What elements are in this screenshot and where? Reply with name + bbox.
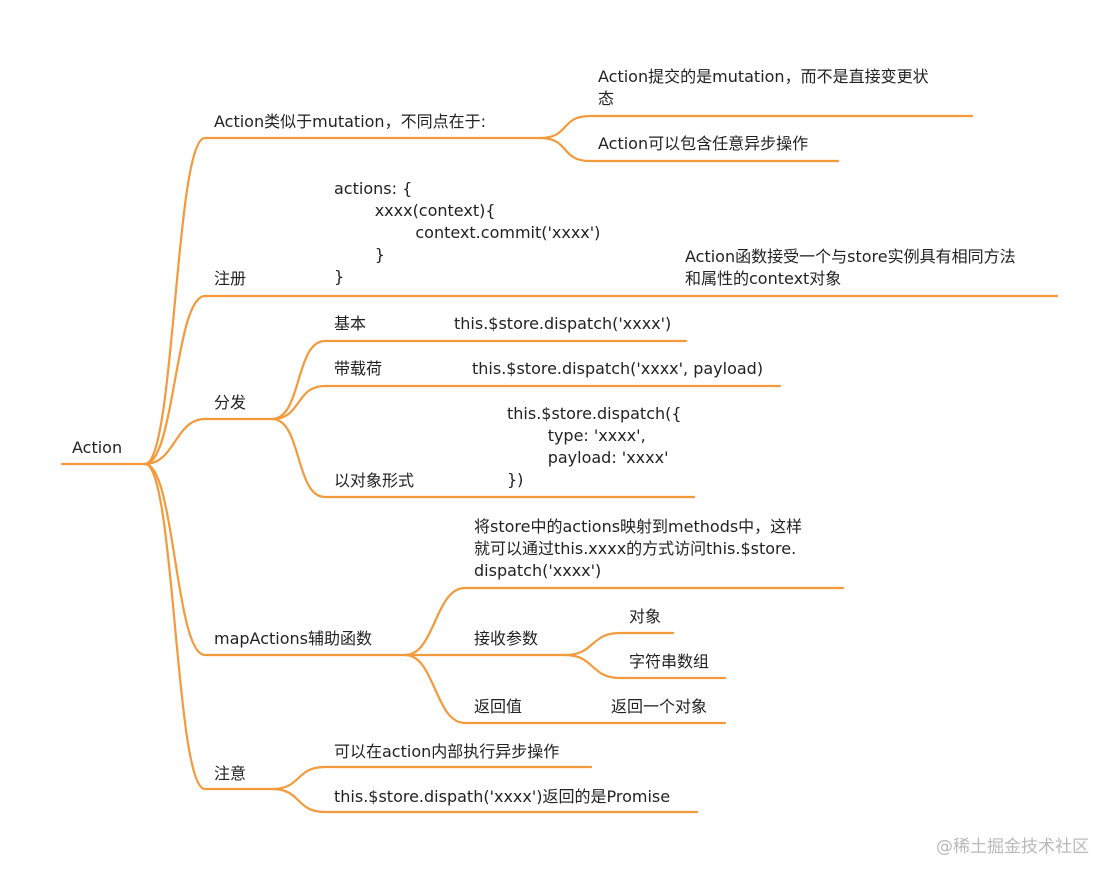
dispatch-basic-code: this.$store.dispatch('xxxx'): [454, 314, 672, 333]
node-dispatch: 分发: [214, 393, 247, 412]
node-register: 注册: [214, 269, 247, 288]
link-mapactions: [143, 462, 407, 657]
node-diff: Action类似于mutation，不同点在于:: [214, 112, 486, 131]
link-dispatch: [143, 417, 274, 466]
node-dispatch-object: 以对象形式: [334, 471, 415, 490]
note-promise: this.$store.dispath('xxxx')返回的是Promise: [334, 787, 671, 806]
link-dispatch-basic: [270, 339, 688, 421]
dispatch-object-code: this.$store.dispatch({ type: 'xxxx', pay…: [507, 404, 682, 489]
mapactions-description: 将store中的actions映射到methods中，这样 就可以通过this.…: [474, 517, 803, 580]
root-node-action: Action: [72, 438, 123, 457]
node-dispatch-payload: 带载荷: [334, 359, 383, 378]
link-diff-async: [538, 136, 840, 163]
node-diff-async: Action可以包含任意异步操作: [598, 134, 809, 153]
returns-value: 返回一个对象: [611, 697, 708, 716]
register-context-note: Action函数接受一个与store实例具有相同方法 和属性的context对象: [685, 247, 1016, 288]
note-async: 可以在action内部执行异步操作: [334, 742, 560, 761]
link-note-async: [270, 765, 593, 791]
node-params-object: 对象: [629, 607, 662, 626]
link-diff-commit: [538, 114, 974, 140]
link-register: [143, 294, 1059, 466]
link-diff: [143, 136, 542, 466]
link-dispatch-object: [270, 417, 696, 499]
dispatch-payload-code: this.$store.dispatch('xxxx', payload): [472, 359, 764, 378]
link-params-object: [563, 631, 675, 657]
link-params-array: [563, 653, 727, 680]
watermark: @稀土掘金技术社区: [936, 837, 1089, 857]
node-mapactions: mapActions辅助函数: [214, 629, 372, 648]
link-note-promise: [270, 787, 699, 814]
node-diff-commit-mutation: Action提交的是mutation，而不是直接变更状 态: [598, 67, 929, 108]
node-notes: 注意: [214, 764, 247, 783]
node-dispatch-basic: 基本: [334, 314, 367, 333]
node-mapactions-returns: 返回值: [474, 697, 523, 716]
register-code: actions: { xxxx(context){ context.commit…: [334, 179, 601, 286]
link-mapactions-returns: [403, 653, 727, 725]
node-mapactions-params: 接收参数: [474, 629, 539, 648]
link-mapactions-desc: [403, 586, 845, 657]
link-notes: [143, 462, 274, 791]
link-dispatch-payload: [270, 384, 782, 421]
node-params-string-array: 字符串数组: [629, 652, 710, 671]
